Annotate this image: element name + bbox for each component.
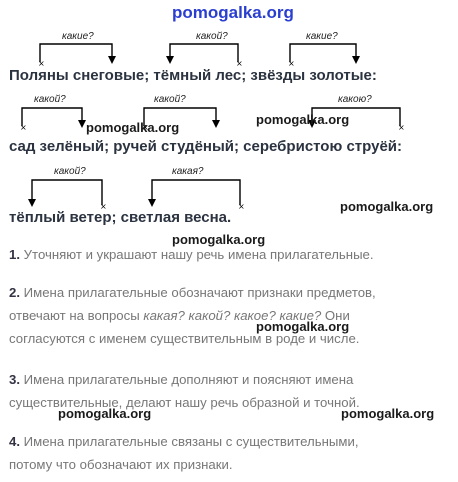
watermark-4: pomogalka.org bbox=[172, 232, 266, 247]
answer-2-text-d: согласуются с именем существительным в р… bbox=[9, 331, 360, 346]
svg-text:×: × bbox=[100, 202, 107, 211]
answer-3-number: 3. bbox=[9, 372, 20, 387]
answer-2-number: 2. bbox=[9, 285, 20, 300]
answer-1-text: Уточняют и украшают нашу речь имена прил… bbox=[23, 247, 374, 262]
arrow-kakie-1 bbox=[39, 43, 113, 62]
question-kakoyu: какою? bbox=[338, 94, 372, 105]
svg-text:×: × bbox=[288, 59, 295, 68]
answer-3-text-a: Имена прилагательные дополняют и поясняю… bbox=[23, 372, 354, 387]
phrase-line-3: тёплый ветер; светлая весна. bbox=[9, 209, 232, 226]
arrowhead-5 bbox=[212, 120, 220, 128]
arrow-kakoy-2 bbox=[21, 107, 83, 126]
phrase-line-2: сад зелёный; ручей студёный; серебристою… bbox=[9, 138, 403, 155]
arrow-kakoy-3 bbox=[143, 107, 217, 126]
answer-3-text-b: существительные, делают нашу речь образн… bbox=[9, 395, 360, 410]
watermark-3: pomogalka.org bbox=[340, 199, 434, 214]
arrow-kakoyu bbox=[311, 107, 401, 126]
answer-1-number: 1. bbox=[9, 247, 20, 262]
answer-2-text-a: Имена прилагательные обозначают признаки… bbox=[23, 285, 376, 300]
site-title: pomogalka.org bbox=[172, 3, 294, 22]
answer-2-text-c: Они bbox=[324, 308, 350, 323]
watermark-7: pomogalka.org bbox=[341, 406, 435, 421]
phrase-line-1: Поляны снеговые; тёмный лес; звёзды золо… bbox=[9, 67, 377, 84]
answer-4-number: 4. bbox=[9, 434, 20, 449]
watermark-6: pomogalka.org bbox=[58, 406, 152, 421]
answer-2-questions: какая? какой? какое? какие? bbox=[143, 308, 322, 323]
svg-text:×: × bbox=[142, 123, 149, 132]
watermark-1: pomogalka.org bbox=[86, 120, 180, 135]
arrow-kakie-2 bbox=[289, 43, 357, 62]
arrow-kakoy-4 bbox=[31, 179, 103, 205]
svg-text:×: × bbox=[38, 59, 45, 68]
svg-text:×: × bbox=[398, 123, 405, 132]
answer-4-text-a: Имена прилагательные связаны с существит… bbox=[23, 434, 359, 449]
question-kakaya: какая? bbox=[172, 166, 204, 177]
watermark-2: pomogalka.org bbox=[256, 112, 350, 127]
arrowhead-4 bbox=[78, 120, 86, 128]
arrowhead-1 bbox=[108, 56, 116, 64]
arrowhead-2 bbox=[166, 56, 174, 64]
arrowhead-7 bbox=[28, 199, 36, 207]
question-kakie-1: какие? bbox=[62, 31, 94, 42]
answer-2-text-b: отвечают на вопросы bbox=[9, 308, 140, 323]
watermark-5: pomogalka.org bbox=[256, 319, 350, 334]
question-kakoy-1: какой? bbox=[196, 31, 228, 42]
svg-text:×: × bbox=[20, 123, 27, 132]
answer-4-text-b: потому что обозначают их признаки. bbox=[9, 457, 233, 472]
arrowhead-6 bbox=[308, 120, 316, 128]
arrowhead-3 bbox=[352, 56, 360, 64]
question-kakoy-3: какой? bbox=[154, 94, 186, 105]
question-kakoy-4: какой? bbox=[54, 166, 86, 177]
answer-1: 1. Уточняют и украшают нашу речь имена п… bbox=[9, 243, 454, 266]
arrow-kakaya bbox=[151, 179, 241, 205]
question-kakoy-2: какой? bbox=[34, 94, 66, 105]
arrow-kakoy-1 bbox=[169, 43, 239, 62]
svg-text:×: × bbox=[238, 202, 245, 211]
answer-2: 2. Имена прилагательные обозначают призн… bbox=[9, 281, 454, 350]
question-kakie-2: какие? bbox=[306, 31, 338, 42]
svg-text:×: × bbox=[236, 59, 243, 68]
answer-3: 3. Имена прилагательные дополняют и пояс… bbox=[9, 368, 454, 414]
arrowhead-8 bbox=[148, 199, 156, 207]
answer-4: 4. Имена прилагательные связаны с сущест… bbox=[9, 430, 454, 476]
